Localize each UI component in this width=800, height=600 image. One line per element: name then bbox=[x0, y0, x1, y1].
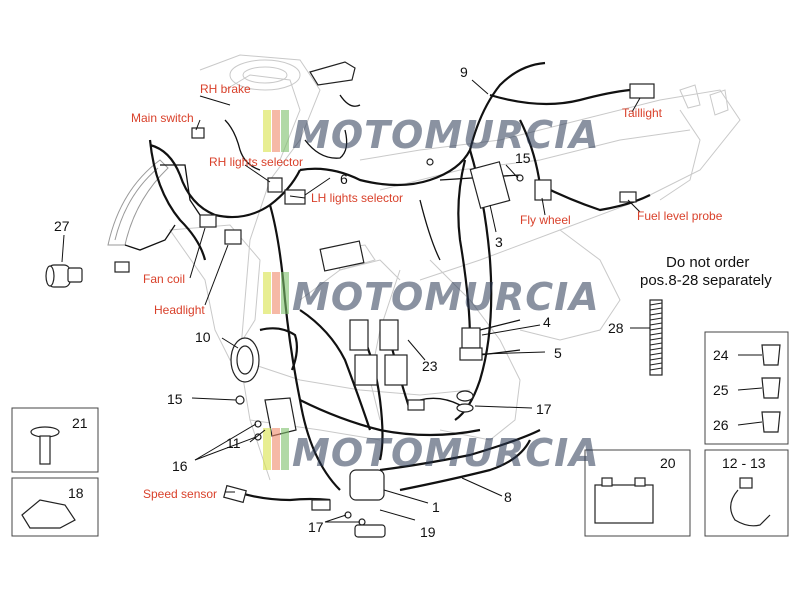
clip-17 bbox=[456, 390, 474, 402]
connector-d bbox=[384, 354, 408, 386]
label-main-switch: Main switch bbox=[131, 111, 194, 125]
label-lh-lights-selector: LH lights selector bbox=[311, 191, 403, 205]
pos-4: 4 bbox=[543, 314, 551, 330]
pos-26: 26 bbox=[713, 417, 729, 433]
pos-16: 16 bbox=[172, 458, 188, 474]
label-fan-coil: Fan coil bbox=[143, 272, 185, 286]
headlight-assembly bbox=[107, 159, 201, 273]
pos-21: 21 bbox=[72, 415, 88, 431]
headlight-connector bbox=[224, 229, 242, 245]
note-line-2: pos.8-28 separately bbox=[640, 272, 772, 289]
inset-21 bbox=[11, 407, 99, 473]
note-line-1: Do not order bbox=[666, 254, 749, 271]
label-rh-brake: RH brake bbox=[200, 82, 251, 96]
components bbox=[191, 61, 655, 538]
spiral-28 bbox=[649, 299, 663, 376]
watermarks: MOTOMURCIA MOTOMURCIA MOTOMURCIA bbox=[263, 110, 600, 475]
pos-15-top: 15 bbox=[515, 150, 531, 166]
label-headlight: Headlight bbox=[154, 303, 205, 317]
pos-17-bottom: 17 bbox=[308, 519, 324, 535]
fuel-probe-connector bbox=[619, 191, 637, 203]
watermark-text-3: MOTOMURCIA bbox=[292, 431, 600, 475]
plug-23 bbox=[407, 399, 425, 411]
part-5 bbox=[459, 347, 483, 361]
pos-24: 24 bbox=[713, 347, 729, 363]
label-rh-lights-selector: RH lights selector bbox=[209, 155, 303, 169]
pos-18: 18 bbox=[68, 485, 84, 501]
pos-11: 11 bbox=[226, 435, 241, 451]
pos-19: 19 bbox=[420, 524, 436, 540]
pos-15-left: 15 bbox=[167, 391, 183, 407]
speed-sensor-plug bbox=[223, 484, 247, 504]
pos-23: 23 bbox=[422, 358, 438, 374]
screw-16a bbox=[254, 420, 262, 428]
connector-b bbox=[379, 319, 399, 351]
pos-10: 10 bbox=[195, 329, 211, 345]
label-speed-sensor: Speed sensor bbox=[143, 487, 217, 501]
label-taillight: Taillight bbox=[622, 106, 663, 120]
order-note: Do not order pos.8-28 separately bbox=[640, 254, 772, 289]
pos-20: 20 bbox=[660, 455, 676, 471]
pos-17-right: 17 bbox=[536, 401, 552, 417]
relay-11 bbox=[264, 397, 297, 437]
leader-lines bbox=[61, 79, 763, 523]
position-numbers: 9 15 6 3 4 5 23 17 8 1 19 17 10 15 11 16… bbox=[54, 64, 766, 540]
watermark-1: MOTOMURCIA bbox=[263, 110, 600, 157]
pos-5: 5 bbox=[554, 345, 562, 361]
pos-27: 27 bbox=[54, 218, 70, 234]
label-fuel-level-probe: Fuel level probe bbox=[637, 209, 723, 223]
label-fly-wheel: Fly wheel bbox=[520, 213, 571, 227]
inset-18 bbox=[11, 477, 99, 537]
watermark-text-1: MOTOMURCIA bbox=[292, 113, 600, 157]
pos-6: 6 bbox=[340, 171, 348, 187]
clamp-19 bbox=[354, 524, 386, 538]
screw-15b bbox=[516, 174, 524, 182]
regulator bbox=[469, 161, 511, 209]
part-1 bbox=[349, 469, 385, 501]
nut-top bbox=[426, 158, 434, 166]
rh-brake-switch bbox=[309, 61, 356, 86]
inset-fuses bbox=[704, 331, 789, 445]
pos-25: 25 bbox=[713, 382, 729, 398]
grommet-17 bbox=[456, 403, 474, 413]
main-switch-connector bbox=[191, 127, 205, 139]
pos-28: 28 bbox=[608, 320, 624, 336]
watermark-text-2: MOTOMURCIA bbox=[292, 275, 600, 319]
fly-wheel-connector bbox=[534, 179, 552, 201]
socket-27 bbox=[45, 264, 83, 288]
inset-12-13 bbox=[704, 449, 789, 537]
taillight-connector bbox=[629, 83, 655, 99]
connector-c bbox=[354, 354, 378, 386]
watermark-3: MOTOMURCIA bbox=[263, 428, 600, 475]
pos-1: 1 bbox=[432, 499, 440, 515]
screw-15 bbox=[235, 395, 245, 405]
pos-12-13: 12 - 13 bbox=[722, 455, 766, 471]
plug-17 bbox=[311, 499, 331, 511]
rh-selector-connector bbox=[267, 177, 283, 193]
pos-8: 8 bbox=[504, 489, 512, 505]
pos-3: 3 bbox=[495, 234, 503, 250]
part-4 bbox=[461, 327, 481, 349]
horn-10-inner bbox=[236, 345, 254, 375]
watermark-2: MOTOMURCIA bbox=[263, 272, 600, 319]
fan-coil-connector bbox=[199, 214, 217, 228]
callout-labels: RH brake Main switch RH lights selector … bbox=[131, 82, 723, 501]
inset-20 bbox=[584, 449, 691, 537]
connector-a bbox=[349, 319, 369, 351]
pos-9: 9 bbox=[460, 64, 468, 80]
fan-coil-part bbox=[319, 240, 365, 272]
